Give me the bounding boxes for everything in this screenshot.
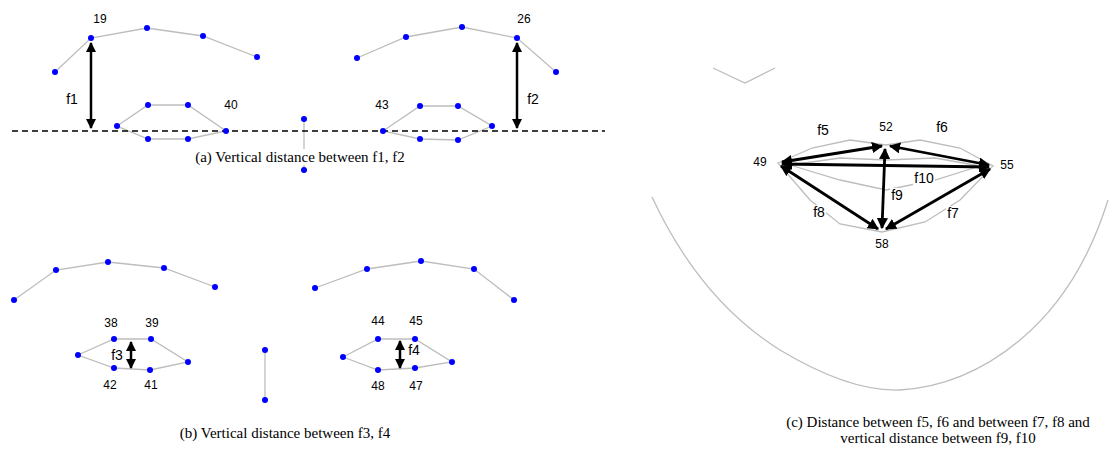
landmark-number: 40 <box>223 99 238 112</box>
feature-label: f9 <box>890 188 904 203</box>
distance-arrows <box>781 146 990 229</box>
landmark-number: 38 <box>103 317 118 330</box>
distance-arrows <box>91 43 517 128</box>
landmark-number: 39 <box>144 317 159 330</box>
feature-label: f4 <box>407 343 421 358</box>
feature-label: f8 <box>812 205 826 220</box>
landmark-number: 41 <box>143 379 158 392</box>
feature-label: f1 <box>65 92 79 107</box>
panel-caption: (b) Vertical distance between f3, f4 <box>179 425 391 442</box>
landmark-outline <box>55 27 556 170</box>
landmark-dots <box>52 24 559 173</box>
feature-label: f7 <box>946 206 960 221</box>
feature-label: f3 <box>110 348 124 363</box>
landmark-number: 52 <box>878 121 893 134</box>
feature-label: f2 <box>526 92 540 107</box>
baseline <box>12 130 605 132</box>
landmark-number: 42 <box>102 379 117 392</box>
feature-label: f5 <box>816 123 830 138</box>
landmark-number: 44 <box>370 315 385 328</box>
landmark-number: 26 <box>516 13 531 26</box>
landmark-number: 43 <box>374 99 389 112</box>
face-outline <box>652 68 1108 390</box>
landmark-dots <box>11 258 517 403</box>
panel-caption: (a) Vertical distance between f1, f2 <box>194 149 406 166</box>
landmark-number: 49 <box>752 156 767 169</box>
distance-arrows <box>131 341 400 368</box>
landmark-number: 55 <box>999 159 1014 172</box>
landmark-number: 45 <box>408 315 423 328</box>
landmark-number: 19 <box>92 13 107 26</box>
landmark-number: 48 <box>370 380 385 393</box>
feature-label: f10 <box>913 171 934 186</box>
landmark-number: 47 <box>408 380 423 393</box>
landmark-number: 58 <box>874 238 889 251</box>
panel-caption: (c) Distance between f5, f6 and between … <box>767 414 1109 447</box>
landmark-outline <box>14 261 514 400</box>
feature-label: f6 <box>935 120 949 135</box>
